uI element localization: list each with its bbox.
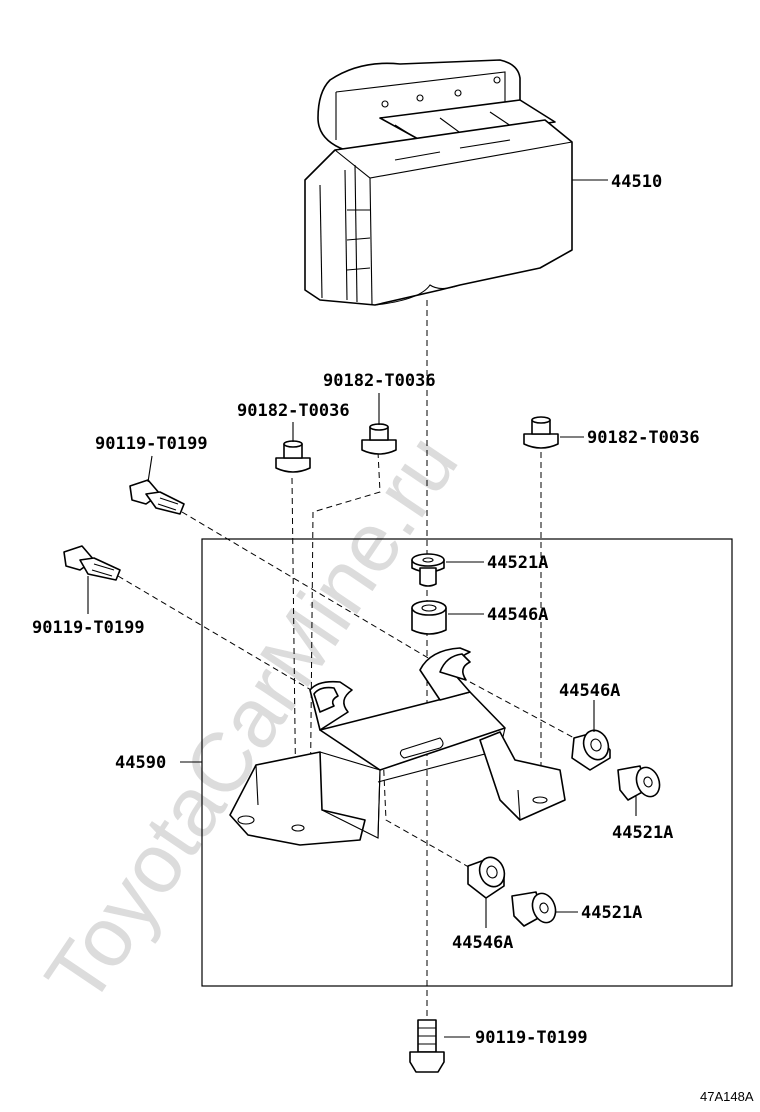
label-bolt-upper: 90119-T0199 [95,434,208,454]
label-collar-right: 44521A [612,823,673,843]
flange-nut-left [275,440,311,473]
label-bolt-lower-left: 90119-T0199 [32,618,145,638]
abs-actuator [304,59,573,306]
label-cushion-bottom: 44546A [452,933,513,953]
collar-bottom [511,891,557,927]
leader-lines [87,179,637,1038]
label-nut-top-center: 90182-T0036 [323,371,436,391]
label-cushion-top: 44546A [487,605,548,625]
bolt-upper [129,479,185,515]
bolt-bottom [409,1019,445,1073]
reference-code: 47A148A [700,1089,754,1104]
label-nut-top-right: 90182-T0036 [587,428,700,448]
label-nut-top-left: 90182-T0036 [237,401,350,421]
collar-right [617,765,661,801]
cushion-bottom [467,856,506,899]
label-collar-top: 44521A [487,553,548,573]
collar-top [411,553,445,587]
label-bracket: 44590 [115,753,166,773]
flange-nut-center [361,423,397,455]
cushion-top [411,600,447,635]
mounting-bracket [229,647,566,846]
flange-nut-right [523,416,559,449]
bolt-lower-left [63,545,121,581]
label-abs-actuator: 44510 [611,172,662,192]
label-bolt-bottom: 90119-T0199 [475,1028,588,1048]
label-cushion-right: 44546A [559,681,620,701]
label-collar-bottom: 44521A [581,903,642,923]
cushion-right [571,729,611,771]
